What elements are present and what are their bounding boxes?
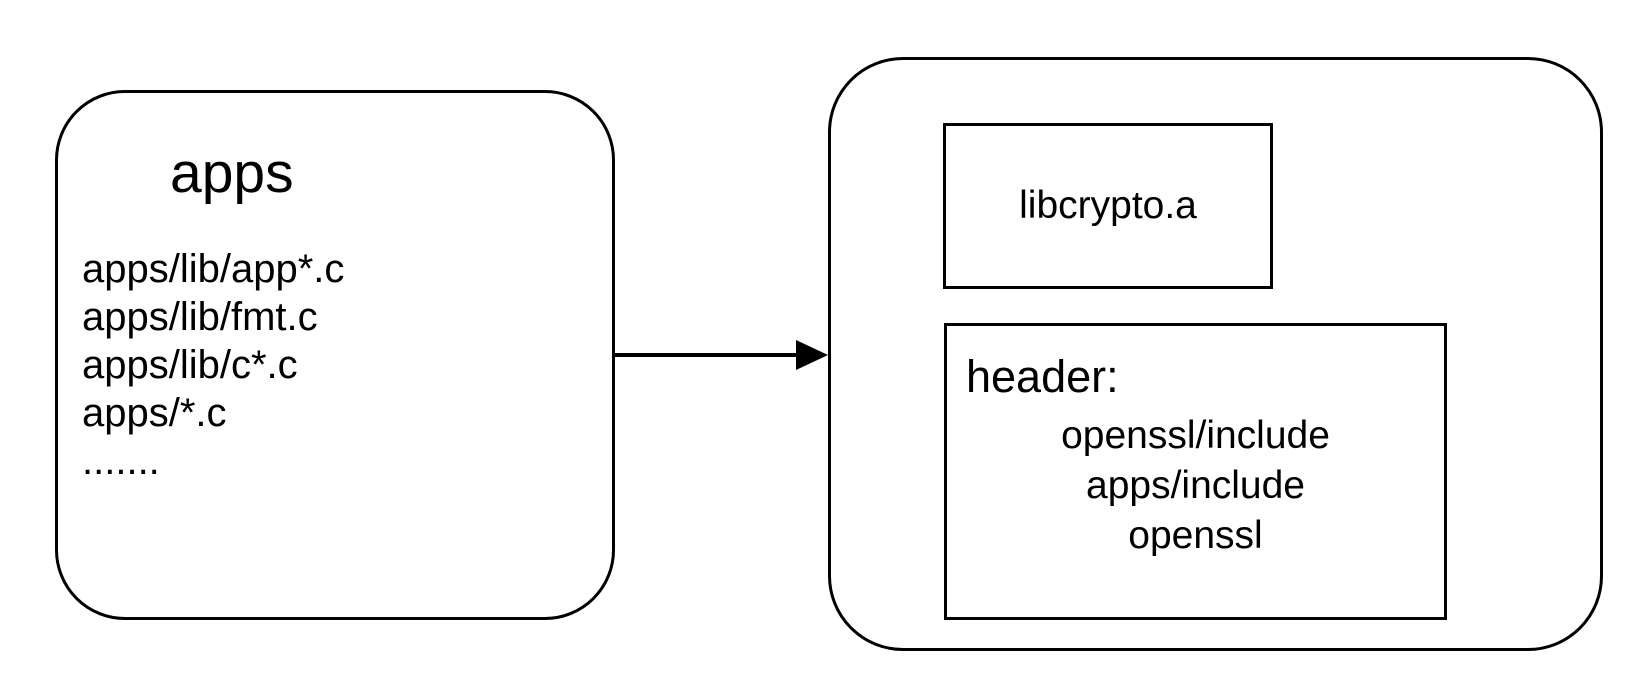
right-container-node: libcrypto.a header: openssl/include apps… [828, 57, 1603, 651]
apps-node-title: apps [170, 141, 294, 205]
file-pattern-line: apps/lib/app*.c [82, 247, 345, 291]
arrow-apps-to-right-box [615, 340, 828, 370]
file-pattern-line: apps/lib/c*.c [82, 343, 298, 387]
apps-node: apps apps/lib/app*.c apps/lib/fmt.c apps… [55, 90, 615, 620]
arrow-head-icon [796, 340, 828, 370]
apps-file-list: apps/lib/app*.c apps/lib/fmt.c apps/lib/… [82, 245, 344, 485]
file-pattern-line: apps/lib/fmt.c [82, 295, 318, 339]
file-pattern-line: apps/*.c [82, 391, 227, 435]
libcrypto-node: libcrypto.a [943, 123, 1273, 289]
header-node: header: openssl/include apps/include ope… [944, 323, 1447, 620]
ellipsis-line: ....... [82, 439, 160, 483]
header-entry-line: openssl [1128, 514, 1263, 557]
header-node-title: header: [966, 351, 1119, 402]
header-entry-line: apps/include [1086, 464, 1305, 507]
header-entry-list: openssl/include apps/include openssl [947, 411, 1444, 561]
header-entry-line: openssl/include [1061, 414, 1330, 457]
libcrypto-label: libcrypto.a [1019, 184, 1197, 227]
